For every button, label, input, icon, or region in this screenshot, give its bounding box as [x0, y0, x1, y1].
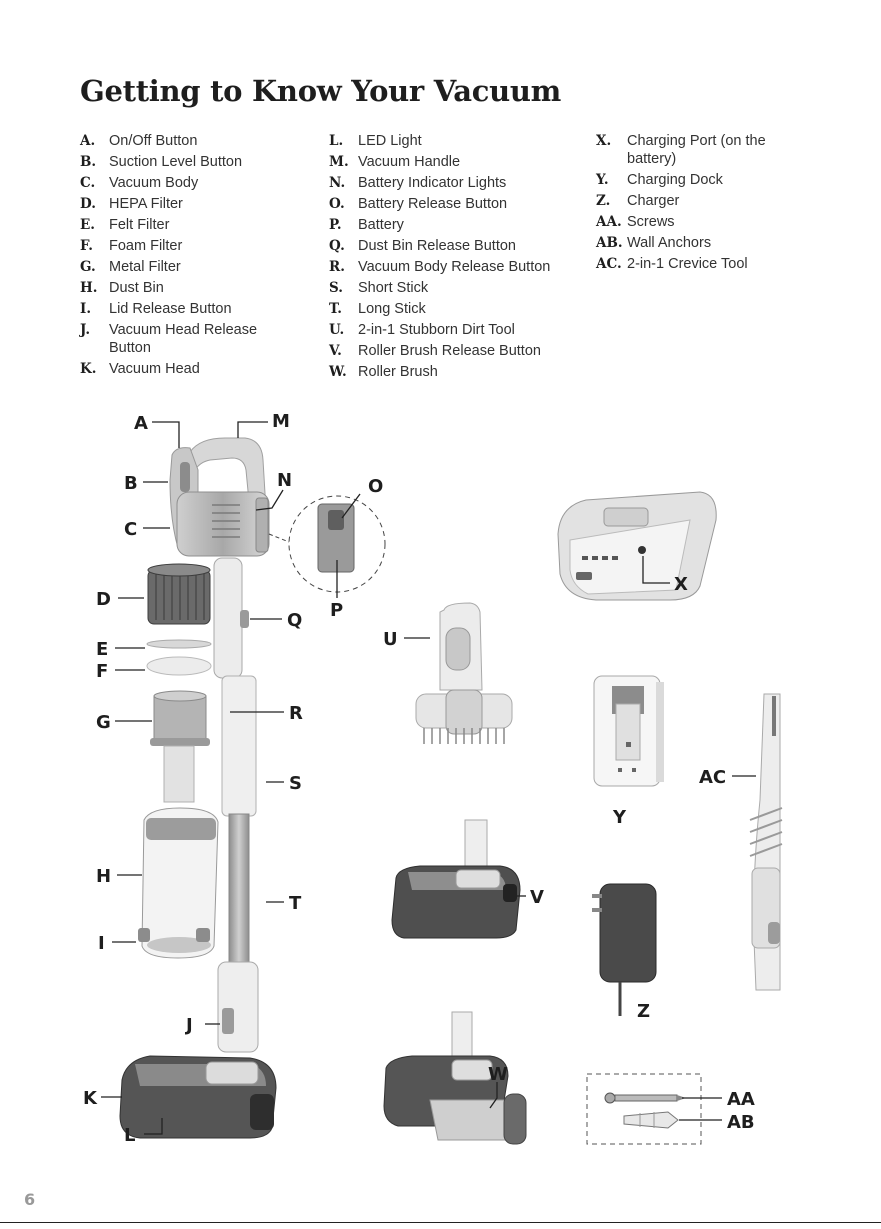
callout-g: G: [96, 712, 111, 733]
callout-c: C: [124, 519, 137, 540]
charging-dock-illustration: [594, 676, 664, 786]
callout-z: Z: [637, 1001, 650, 1022]
roller-brush-head-illustration: [392, 820, 520, 938]
page-number: 6: [24, 1190, 35, 1209]
callout-o: O: [368, 476, 383, 497]
callout-u: U: [383, 629, 398, 650]
callout-w: W: [488, 1064, 508, 1085]
callout-l: L: [124, 1125, 135, 1146]
callout-a: A: [134, 413, 148, 434]
callout-n: N: [277, 470, 292, 491]
callout-ac: AC: [699, 767, 726, 788]
callout-f: F: [96, 661, 108, 682]
battery-illustration: [269, 496, 385, 592]
callout-e: E: [96, 639, 108, 660]
callout-v: V: [530, 887, 544, 908]
callout-t: T: [289, 893, 302, 914]
callout-h: H: [96, 866, 111, 887]
screws-and-anchors-illustration: [587, 1074, 701, 1144]
callout-y: Y: [612, 807, 627, 828]
callout-b: B: [124, 473, 138, 494]
crevice-tool-illustration: [750, 694, 782, 990]
callout-ab: AB: [727, 1112, 755, 1133]
callout-q: Q: [287, 610, 302, 631]
callout-s: S: [289, 773, 302, 794]
callout-r: R: [289, 703, 303, 724]
vacuum-illustration: [120, 438, 276, 1138]
callout-j: J: [184, 1015, 193, 1036]
callout-k: K: [83, 1088, 98, 1109]
callout-m: M: [272, 411, 290, 432]
stubborn-dirt-tool-illustration: [416, 603, 512, 744]
callout-i: I: [98, 933, 105, 954]
callout-x: X: [674, 574, 688, 595]
callout-aa: AA: [727, 1089, 755, 1110]
battery-pack-illustration: [558, 492, 716, 600]
callout-d: D: [96, 589, 111, 610]
callout-p: P: [330, 600, 343, 621]
bottom-rule: [0, 1222, 881, 1223]
filters-illustration: [138, 564, 218, 958]
charger-illustration: [592, 884, 656, 1016]
